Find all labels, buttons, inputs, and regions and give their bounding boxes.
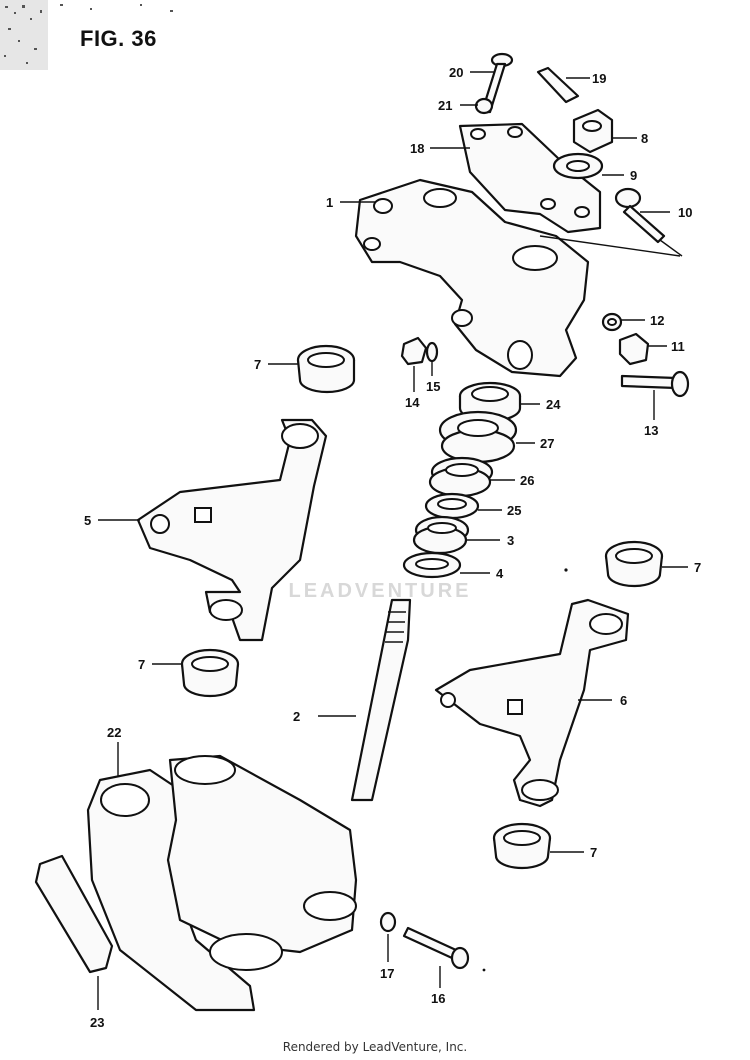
callout-7-c: 7 (138, 657, 145, 672)
figure-title: FIG. 36 (80, 26, 157, 51)
callout-10: 10 (678, 205, 692, 220)
washer-part-9 (552, 152, 604, 180)
bolt-part-16 (402, 926, 470, 970)
leader-lines (97, 71, 688, 1010)
callout-3: 3 (507, 533, 514, 548)
callout-5: 5 (84, 513, 91, 528)
callout-6: 6 (620, 693, 627, 708)
washer-part-12 (601, 312, 623, 332)
stem-yoke-part-2-lower (166, 754, 358, 971)
washer-part-21 (474, 97, 494, 115)
callout-17: 17 (380, 966, 394, 981)
callout-19: 19 (592, 71, 606, 86)
grommet-part-7-a (296, 344, 356, 394)
callout-23: 23 (90, 1015, 104, 1030)
plate-part-23 (34, 854, 114, 974)
scan-dot (564, 568, 568, 572)
plate-part-19 (536, 66, 580, 104)
callout-7-a: 7 (254, 357, 261, 372)
headlight-bracket-part-6 (434, 598, 630, 808)
watermark-text: LEADVENTURE (288, 580, 472, 602)
callout-7-d: 7 (590, 845, 597, 860)
callout-12: 12 (650, 313, 664, 328)
callout-24: 24 (546, 397, 561, 412)
callout-16: 16 (431, 991, 445, 1006)
scan-noise (0, 0, 173, 70)
callout-9: 9 (630, 168, 637, 183)
dust-seal-part-27 (438, 410, 518, 464)
headlight-bracket-part-5 (136, 418, 328, 642)
callout-13: 13 (644, 423, 658, 438)
callout-2: 2 (293, 709, 300, 724)
callout-11: 11 (671, 339, 685, 354)
grommet-part-7-c (180, 648, 240, 698)
scan-dot (482, 968, 486, 972)
callout-8: 8 (641, 131, 648, 146)
bolt-part-13 (620, 370, 690, 398)
upper-bracket-part-18 (458, 122, 602, 234)
footer-credit: Rendered by LeadVenture, Inc. (282, 1040, 468, 1054)
callout-26: 26 (520, 473, 534, 488)
bearing-part-26 (428, 456, 494, 498)
ring-part-3 (412, 515, 470, 555)
callout-21: 21 (438, 98, 452, 113)
callout-14: 14 (405, 395, 420, 410)
washer-part-4 (402, 551, 462, 579)
bearing-race-part-24 (458, 381, 522, 423)
callout-27: 27 (540, 436, 554, 451)
race-part-25 (424, 492, 480, 520)
callout-20: 20 (449, 65, 463, 80)
washer-part-15 (425, 341, 439, 363)
bolt-part-10 (614, 187, 666, 244)
steering-stem-part-2 (350, 598, 412, 802)
nut-part-8 (572, 108, 614, 154)
callout-15: 15 (426, 379, 440, 394)
callout-22: 22 (107, 725, 121, 740)
nut-part-11 (618, 332, 650, 366)
grommet-part-7-d (492, 822, 552, 870)
upper-fork-bracket-part-1 (354, 178, 590, 378)
callout-labels: 20 19 21 8 18 9 1 10 12 11 7 14 15 13 24… (84, 65, 701, 1030)
nut-part-14 (400, 336, 428, 366)
callout-7-b: 7 (694, 560, 701, 575)
grommet-part-7-b (604, 540, 664, 588)
callout-18: 18 (410, 141, 424, 156)
callout-25: 25 (507, 503, 521, 518)
callout-1: 1 (326, 195, 333, 210)
washer-part-17 (379, 911, 397, 933)
callout-4: 4 (496, 566, 504, 581)
